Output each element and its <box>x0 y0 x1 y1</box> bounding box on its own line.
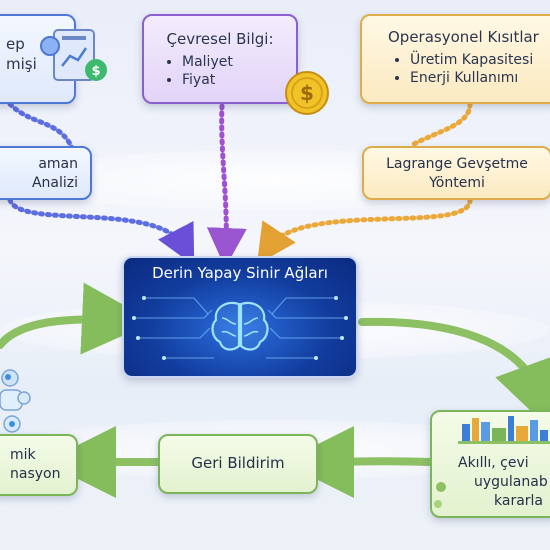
box-time-analysis: aman Analizi <box>0 146 92 200</box>
robot-icon <box>0 368 34 442</box>
time-analysis-line2: Analizi <box>31 175 78 191</box>
arrow-midleft-to-center <box>7 197 195 266</box>
arrow-left-to-center <box>0 282 154 355</box>
arrow-midright-to-center <box>256 197 473 265</box>
chart-report-icon: $ <box>36 26 112 88</box>
box-lagrange-relaxation: Lagrange Gevşetme Yöntemi <box>362 146 550 200</box>
smart-decisions-line1: Akıllı, çevi <box>458 455 529 471</box>
arrow-right-to-feedback <box>282 425 434 498</box>
constraint-item: Enerji Kullanımı <box>410 70 550 86</box>
environmental-item: Fiyat <box>182 72 296 88</box>
box-operational-constraints: Operasyonel Kısıtlar Üretim Kapasitesi E… <box>360 14 550 104</box>
decoration-dot <box>434 500 442 508</box>
constraint-item: Üretim Kapasitesi <box>410 52 550 68</box>
environmental-info-title: Çevresel Bilgi: <box>166 30 274 48</box>
brain-icon <box>208 296 272 356</box>
box-dynamic-optimization: mik nasyon <box>0 434 78 496</box>
arrow-center-to-right <box>358 317 550 433</box>
arrow-topright-to-midright <box>407 101 473 149</box>
dynamic-optimization-line1: mik <box>10 447 36 463</box>
box-top-left-line2: mişi <box>6 55 37 73</box>
box-environmental-info: Çevresel Bilgi: Maliyet Fiyat <box>142 14 298 104</box>
time-analysis-line1: aman <box>38 156 78 172</box>
svg-text:$: $ <box>91 64 100 79</box>
box-feedback: Geri Bildirim <box>158 434 318 494</box>
feedback-label: Geri Bildirim <box>191 454 285 472</box>
circuit-lines <box>132 296 348 360</box>
neural-network-title: Derin Yapay Sinir Ağları <box>152 264 328 282</box>
factory-icon <box>458 408 550 444</box>
smart-decisions-line3: kararla <box>494 493 543 509</box>
dollar-coin-icon: $ <box>284 70 330 116</box>
lagrange-line2: Yöntemi <box>429 175 485 191</box>
svg-text:$: $ <box>300 81 314 105</box>
environmental-item: Maliyet <box>182 54 296 70</box>
box-top-left-line1: ep <box>6 35 25 53</box>
smart-decisions-line2: uygulanab <box>474 474 548 490</box>
dynamic-optimization-line2: nasyon <box>10 466 61 482</box>
box-deep-neural-networks: Derin Yapay Sinir Ağları <box>122 256 358 378</box>
decoration-dot <box>436 482 446 492</box>
operational-constraints-title: Operasyonel Kısıtlar <box>388 28 539 46</box>
lagrange-line1: Lagrange Gevşetme <box>386 156 528 172</box>
arrow-topleft-to-midleft <box>7 101 75 151</box>
arrow-topcenter-to-center <box>206 103 247 268</box>
